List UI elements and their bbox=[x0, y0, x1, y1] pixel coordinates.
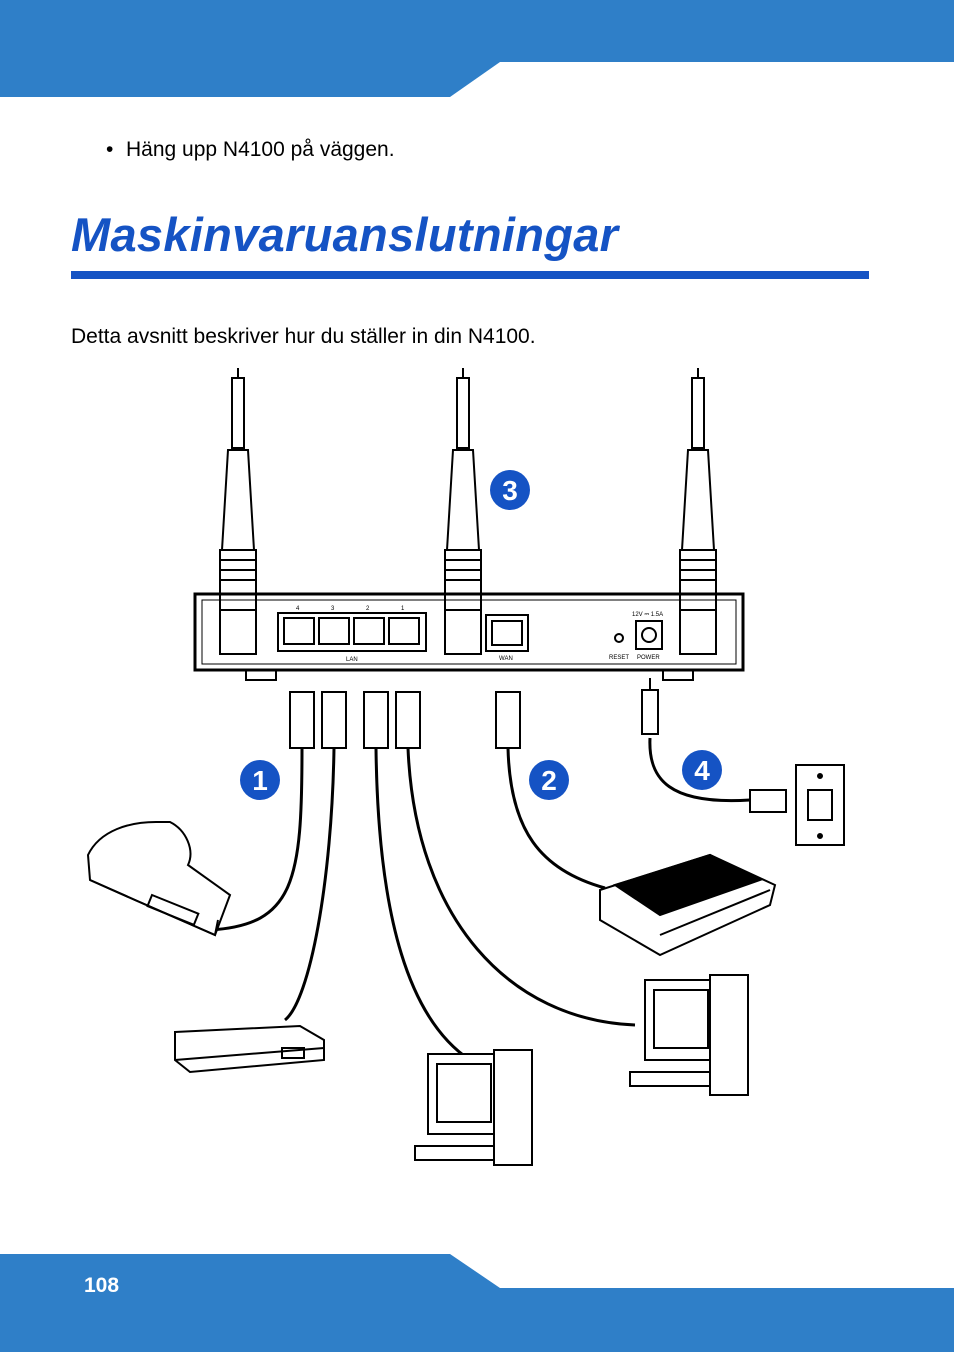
title-underline bbox=[71, 271, 869, 279]
section-title: Maskinvaruanslutningar bbox=[71, 208, 619, 261]
svg-text:3: 3 bbox=[502, 475, 518, 506]
switch-icon bbox=[174, 1024, 325, 1074]
router-back-panel bbox=[193, 592, 745, 681]
antenna-middle bbox=[444, 368, 482, 651]
computer-icon-right bbox=[629, 974, 749, 1096]
callout-3: 3 bbox=[490, 470, 530, 510]
cable-lan-4 bbox=[209, 747, 304, 932]
cable-wan bbox=[506, 747, 606, 890]
power-rating-label: 12V ⎓ 1.5A bbox=[632, 612, 663, 618]
antenna-left bbox=[219, 368, 257, 651]
port-number-2: 2 bbox=[366, 606, 370, 612]
power-outlet-icon bbox=[749, 764, 845, 846]
wan-label: WAN bbox=[499, 656, 513, 662]
hardware-connection-diagram: 4 3 2 1 LAN WAN RESET POWER 12V ⎓ 1.5A 1… bbox=[86, 368, 845, 1166]
svg-text:4: 4 bbox=[694, 755, 710, 786]
header-band bbox=[0, 0, 954, 97]
lan-label: LAN bbox=[346, 657, 358, 663]
bullet-text: Häng upp N4100 på väggen. bbox=[126, 138, 395, 161]
power-label: POWER bbox=[637, 655, 660, 661]
svg-text:2: 2 bbox=[541, 765, 557, 796]
reset-label: RESET bbox=[609, 655, 629, 661]
callout-4: 4 bbox=[682, 750, 722, 790]
printer-icon bbox=[86, 821, 232, 937]
port-number-4: 4 bbox=[296, 606, 300, 612]
antenna-right bbox=[679, 368, 717, 651]
footer-band bbox=[0, 1254, 954, 1352]
bullet-dot: • bbox=[106, 138, 114, 161]
port-number-1: 1 bbox=[401, 606, 405, 612]
cable-power bbox=[648, 737, 751, 803]
svg-text:1: 1 bbox=[252, 765, 268, 796]
intro-paragraph: Detta avsnitt beskriver hur du ställer i… bbox=[71, 325, 536, 348]
callout-1: 1 bbox=[240, 760, 280, 800]
cable-lan-3 bbox=[283, 747, 336, 1022]
cable-lan-1 bbox=[406, 747, 636, 1027]
bullet-item: • Häng upp N4100 på väggen. bbox=[106, 136, 395, 164]
page-number: 108 bbox=[84, 1274, 120, 1297]
port-number-3: 3 bbox=[331, 606, 335, 612]
modem-icon bbox=[599, 853, 777, 957]
callout-2: 2 bbox=[529, 760, 569, 800]
computer-icon-middle bbox=[414, 1049, 533, 1166]
cable-lan-2 bbox=[374, 747, 471, 1062]
